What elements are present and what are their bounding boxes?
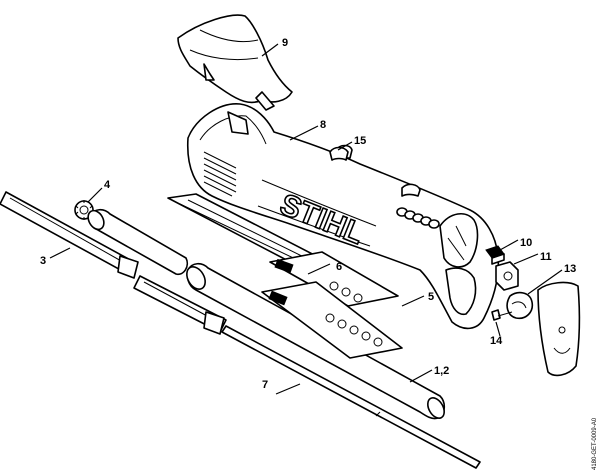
part-11-square-nut bbox=[495, 261, 519, 291]
callout-6: 6 bbox=[336, 261, 342, 273]
control-buttons bbox=[396, 207, 440, 229]
callout-labels: 9 8 15 4 3 6 5 7 1,2 10 11 13 14 bbox=[40, 37, 576, 391]
callout-leaders bbox=[49, 43, 563, 395]
part-15-clip bbox=[329, 146, 349, 161]
callout-3: 3 bbox=[40, 255, 46, 267]
callout-15: 15 bbox=[354, 135, 366, 147]
part-6-decal bbox=[167, 193, 399, 307]
callout-10: 10 bbox=[520, 237, 532, 249]
handle-cover-plate bbox=[537, 281, 581, 377]
callout-13: 13 bbox=[564, 263, 576, 275]
part-9-nozzle-cover bbox=[177, 14, 293, 111]
callout-11: 11 bbox=[540, 251, 552, 263]
part-5-decal bbox=[261, 281, 403, 359]
part-10-block bbox=[485, 245, 505, 265]
callout-5: 5 bbox=[428, 291, 434, 303]
callout-7: 7 bbox=[262, 379, 268, 391]
part-3-tube bbox=[0, 191, 227, 335]
callout-1-2: 1,2 bbox=[434, 365, 449, 377]
part-1-2-main-tube bbox=[186, 262, 446, 420]
part-14-screw bbox=[491, 309, 513, 321]
callout-4: 4 bbox=[104, 179, 111, 191]
callout-8: 8 bbox=[320, 119, 326, 131]
intake-grille bbox=[203, 151, 237, 197]
part-8-housing: STIHL bbox=[186, 103, 500, 330]
part-13-clamp bbox=[506, 291, 534, 320]
part-7-drive-shaft bbox=[221, 325, 481, 469]
callout-9: 9 bbox=[282, 37, 288, 49]
reference-code: 4180-GET-0009-A0 bbox=[592, 417, 598, 470]
callout-14: 14 bbox=[490, 335, 503, 347]
tube-segment-upper bbox=[87, 208, 189, 276]
